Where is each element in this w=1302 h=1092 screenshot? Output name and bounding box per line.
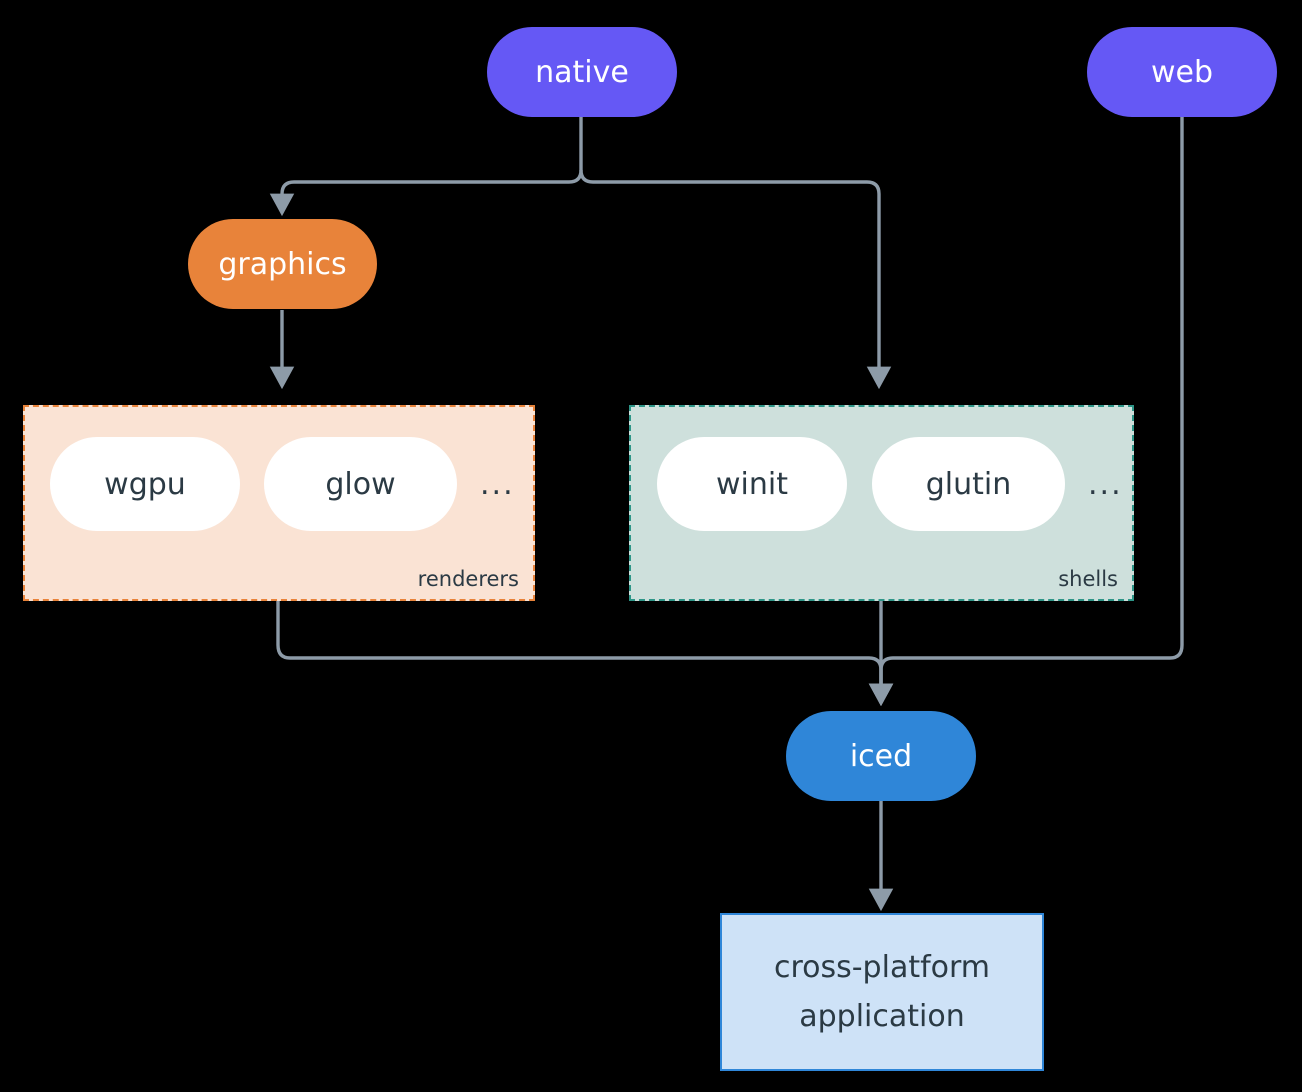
shells-ellipsis: ... [1088,467,1123,502]
pill-glow-label: glow [325,466,396,502]
node-iced[interactable]: iced [786,711,976,801]
node-cross-platform-application[interactable]: cross-platform application [720,913,1044,1071]
node-graphics[interactable]: graphics [188,219,377,309]
node-application-label: cross-platform application [773,949,991,1035]
renderers-ellipsis: ... [480,467,515,502]
edge-renderers-to-iced [276,601,894,707]
pill-winit[interactable]: winit [657,437,847,531]
group-renderers: wgpu glow ... renderers [23,405,535,601]
pill-glutin-label: glutin [925,466,1012,502]
edge-web-to-iced [868,117,1184,707]
group-shells-label: shells [1058,567,1118,591]
node-native-label: native [535,54,629,90]
node-graphics-label: graphics [218,246,347,282]
pill-wgpu-label: wgpu [104,466,186,502]
group-shells: winit glutin ... shells [629,405,1134,601]
node-native[interactable]: native [487,27,677,117]
node-iced-label: iced [849,738,913,774]
pill-wgpu[interactable]: wgpu [50,437,240,531]
pill-glow[interactable]: glow [264,437,457,531]
node-web[interactable]: web [1087,27,1277,117]
edge-native-to-graphics [269,169,583,217]
group-renderers-label: renderers [417,567,519,591]
edge-native-split [579,117,892,390]
pill-winit-label: winit [716,466,788,502]
pill-glutin[interactable]: glutin [872,437,1065,531]
node-web-label: web [1150,54,1214,90]
